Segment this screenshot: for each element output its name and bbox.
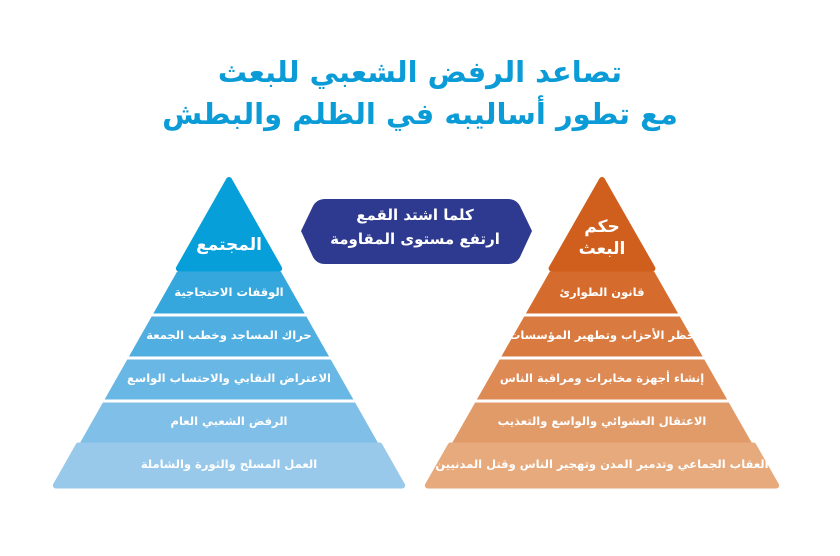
right-pyramid-band-3 <box>476 359 728 400</box>
right-pyramid-band-4 <box>452 402 752 443</box>
left-pyramid-band-4 <box>80 402 378 443</box>
right-level-1: قانون الطوارئ <box>559 285 645 299</box>
right-pyramid-band-5 <box>424 442 780 489</box>
right-level-5: العقاب الجماعي وتدمير المدن وتهجير الناس… <box>435 457 769 471</box>
right-level-3: إنشاء أجهزة مخابرات ومراقبة الناس <box>499 371 705 385</box>
title-line-1: تصاعد الرفض الشعبي للبعث <box>217 55 623 89</box>
right-pyramid-head: حكم البعث <box>579 216 626 260</box>
right-head-line-1: حكم <box>584 217 620 237</box>
left-pyramid-band-5 <box>52 442 406 489</box>
left-level-5: العمل المسلح والثورة والشاملة <box>140 457 318 471</box>
left-level-2: حراك المساجد وخطب الجمعة <box>146 328 312 342</box>
left-level-1: الوقفات الاحتجاجية <box>174 285 284 299</box>
title-line-2: مع تطور أساليبه في الظلم والبطش <box>162 97 678 131</box>
left-pyramid-head: المجتمع <box>196 235 262 255</box>
right-level-4: الاعتقال العشوائي والواسع والتعذيب <box>497 414 707 428</box>
right-level-2: حظر الأحزاب وتطهير المؤسسات <box>508 328 696 342</box>
left-level-3: الاعتراض النقابي والاحتساب الواسع <box>127 371 331 385</box>
center-banner: كلما اشتد القمع ارتفع مستوى المقاومة <box>330 203 500 251</box>
right-pyramid-band-2 <box>501 316 703 357</box>
right-pyramid-band-1 <box>525 271 679 314</box>
left-pyramid-band-1 <box>153 271 305 314</box>
left-pyramid-band-0 <box>175 177 283 272</box>
left-pyramid-band-3 <box>104 359 354 400</box>
left-level-4: الرفض الشعبي العام <box>170 414 288 428</box>
left-pyramid-band-2 <box>128 316 330 357</box>
banner-line-2: ارتفع مستوى المقاومة <box>330 230 500 248</box>
banner-line-1: كلما اشتد القمع <box>356 206 474 224</box>
right-head-line-2: البعث <box>578 239 626 259</box>
banner-shape <box>301 199 532 264</box>
right-pyramid-band-0 <box>548 177 656 272</box>
